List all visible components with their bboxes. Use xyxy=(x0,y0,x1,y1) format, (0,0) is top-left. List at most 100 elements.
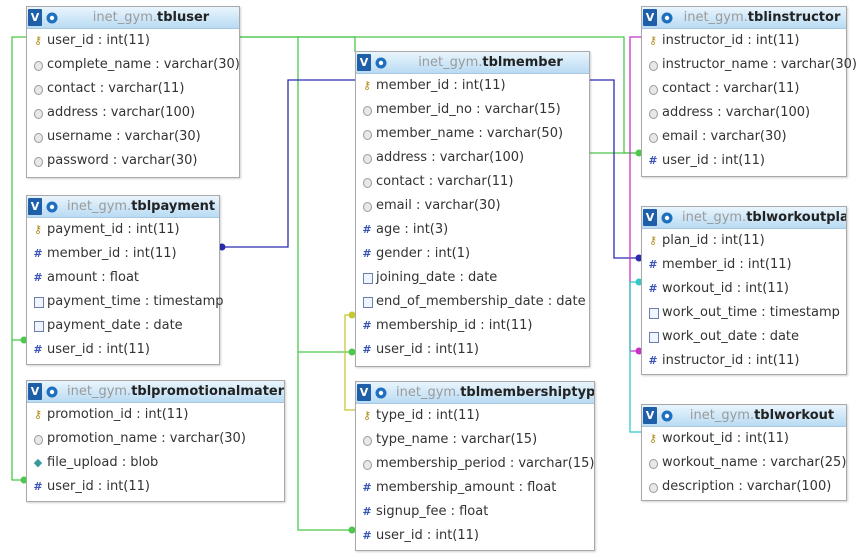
column-row[interactable]: payment_date : date xyxy=(27,314,219,338)
collapse-toggle-icon[interactable]: V xyxy=(643,9,657,26)
column-row[interactable]: joining_date : date xyxy=(356,266,589,290)
column-row[interactable]: #user_id : int(11) xyxy=(27,475,284,499)
gear-icon[interactable] xyxy=(45,385,59,399)
column-row[interactable]: #user_id : int(11) xyxy=(642,149,846,173)
table-header[interactable]: V inet_gym.tblworkout xyxy=(642,405,846,427)
column-row[interactable]: #membership_id : int(11) xyxy=(356,314,589,338)
collapse-toggle-icon[interactable]: V xyxy=(28,198,42,215)
gear-icon[interactable] xyxy=(660,211,674,225)
gear-icon[interactable] xyxy=(374,56,388,70)
table-header[interactable]: V inet_gym.tblmember xyxy=(356,52,589,74)
table-name: tblpayment xyxy=(131,199,216,214)
column-row[interactable]: ⚷member_id : int(11) xyxy=(356,74,589,98)
column-row[interactable]: end_of_membership_date : date xyxy=(356,290,589,314)
table-tblmembershiptype[interactable]: V inet_gym.tblmembershiptype ⚷type_id : … xyxy=(355,381,595,551)
table-name: tblinstructor xyxy=(747,10,841,25)
column-row[interactable]: #user_id : int(11) xyxy=(27,338,219,362)
table-header[interactable]: V inet_gym.tblworkoutplan xyxy=(642,207,846,229)
table-tbluser[interactable]: V inet_gym.tbluser ⚷user_id : int(11)com… xyxy=(26,6,240,178)
column-row[interactable]: work_out_date : date xyxy=(642,325,846,349)
text-field-icon xyxy=(647,456,659,470)
column-label: membership_period : varchar(15) xyxy=(376,456,595,471)
column-label: signup_fee : float xyxy=(376,504,489,519)
column-row[interactable]: #member_id : int(11) xyxy=(27,242,219,266)
key-icon: ⚷ xyxy=(362,409,372,422)
column-row[interactable]: contact : varchar(11) xyxy=(356,170,589,194)
date-field-icon xyxy=(361,271,373,285)
gear-icon[interactable] xyxy=(660,409,674,423)
column-row[interactable]: address : varchar(100) xyxy=(27,101,239,125)
column-row[interactable]: ⚷workout_id : int(11) xyxy=(642,427,846,451)
collapse-toggle-icon[interactable]: V xyxy=(357,54,371,71)
table-tblpayment[interactable]: V inet_gym.tblpayment ⚷payment_id : int(… xyxy=(26,195,224,365)
column-row[interactable]: promotion_name : varchar(30) xyxy=(27,427,284,451)
column-label: membership_amount : float xyxy=(376,480,557,495)
column-row[interactable]: ⚷instructor_id : int(11) xyxy=(642,29,846,53)
column-row[interactable]: member_name : varchar(50) xyxy=(356,122,589,146)
column-row[interactable]: address : varchar(100) xyxy=(356,146,589,170)
column-row[interactable]: ⚷plan_id : int(11) xyxy=(642,229,846,253)
table-tblworkoutplan[interactable]: V inet_gym.tblworkoutplan ⚷plan_id : int… xyxy=(641,206,847,375)
column-row[interactable]: ◆file_upload : blob xyxy=(27,451,284,475)
column-row[interactable]: #instructor_id : int(11) xyxy=(642,349,846,373)
gear-icon[interactable] xyxy=(45,200,59,214)
column-row[interactable]: work_out_time : timestamp xyxy=(642,301,846,325)
instructor-relation xyxy=(629,36,641,352)
date-field-icon xyxy=(647,330,659,344)
column-row[interactable]: workout_name : varchar(25) xyxy=(642,451,846,475)
gear-icon[interactable] xyxy=(45,11,59,25)
column-row[interactable]: contact : varchar(11) xyxy=(642,77,846,101)
column-label: joining_date : date xyxy=(376,270,498,285)
table-tblworkout[interactable]: V inet_gym.tblworkout ⚷workout_id : int(… xyxy=(641,404,847,501)
column-row[interactable]: #user_id : int(11) xyxy=(356,338,589,362)
collapse-toggle-icon[interactable]: V xyxy=(28,383,42,400)
column-row[interactable]: description : varchar(100) xyxy=(642,475,846,499)
column-row[interactable]: #user_id : int(11) xyxy=(356,524,594,548)
column-row[interactable]: #age : int(3) xyxy=(356,218,589,242)
collapse-toggle-icon[interactable]: V xyxy=(28,9,42,26)
collapse-toggle-icon[interactable]: V xyxy=(643,407,657,424)
table-header[interactable]: V inet_gym.tblinstructor xyxy=(642,7,846,29)
column-row[interactable]: contact : varchar(11) xyxy=(27,77,239,101)
user-id-relations xyxy=(11,36,641,531)
column-row[interactable]: type_name : varchar(15) xyxy=(356,428,594,452)
column-row[interactable]: email : varchar(30) xyxy=(642,125,846,149)
column-row[interactable]: email : varchar(30) xyxy=(356,194,589,218)
column-row[interactable]: instructor_name : varchar(30) xyxy=(642,53,857,77)
table-tblinstructor[interactable]: V inet_gym.tblinstructor ⚷instructor_id … xyxy=(641,6,857,177)
table-header[interactable]: V inet_gym.tblmembershiptype xyxy=(356,382,594,404)
column-row[interactable]: password : varchar(30) xyxy=(27,149,239,173)
column-row[interactable]: # membership_amount : float xyxy=(356,476,594,500)
column-row[interactable]: username : varchar(30) xyxy=(27,125,239,149)
table-name: tblmember xyxy=(482,55,563,70)
gear-icon[interactable] xyxy=(660,11,674,25)
column-row[interactable]: membership_period : varchar(15) xyxy=(356,452,594,476)
table-header[interactable]: V inet_gym.tbluser xyxy=(27,7,239,29)
table-tblpromotionalmaterial[interactable]: V inet_gym.tblpromotionalmaterial ⚷promo… xyxy=(26,380,285,502)
column-row[interactable]: ⚷promotion_id : int(11) xyxy=(27,403,284,427)
text-field-icon xyxy=(32,106,44,120)
collapse-toggle-icon[interactable]: V xyxy=(643,209,657,226)
column-row[interactable]: #signup_fee : float xyxy=(356,500,594,524)
column-label: email : varchar(30) xyxy=(376,198,501,213)
table-header[interactable]: V inet_gym.tblpayment xyxy=(27,196,219,218)
column-row[interactable]: #amount : float xyxy=(27,266,219,290)
column-row[interactable]: #member_id : int(11) xyxy=(642,253,846,277)
column-row[interactable]: complete_name : varchar(30) xyxy=(27,53,240,77)
column-row[interactable]: ⚷payment_id : int(11) xyxy=(27,218,219,242)
column-row[interactable]: ⚷user_id : int(11) xyxy=(27,29,239,53)
gear-icon[interactable] xyxy=(374,386,388,400)
table-title: inet_gym.tblmember xyxy=(396,52,585,73)
column-row[interactable]: #gender : int(1) xyxy=(356,242,589,266)
column-row[interactable]: address : varchar(100) xyxy=(642,101,846,125)
column-row[interactable]: #workout_id : int(11) xyxy=(642,277,846,301)
table-tblmember[interactable]: V inet_gym.tblmember ⚷member_id : int(11… xyxy=(355,51,590,367)
table-header[interactable]: V inet_gym.tblpromotionalmaterial xyxy=(27,381,284,403)
table-name: tblworkoutplan xyxy=(746,210,846,225)
numeric-field-icon: # xyxy=(362,481,372,494)
column-row[interactable]: member_id_no : varchar(15) xyxy=(356,98,589,122)
column-label: member_id_no : varchar(15) xyxy=(376,102,561,117)
column-row[interactable]: ⚷type_id : int(11) xyxy=(356,404,594,428)
column-row[interactable]: payment_time : timestamp xyxy=(27,290,224,314)
collapse-toggle-icon[interactable]: V xyxy=(357,384,371,401)
